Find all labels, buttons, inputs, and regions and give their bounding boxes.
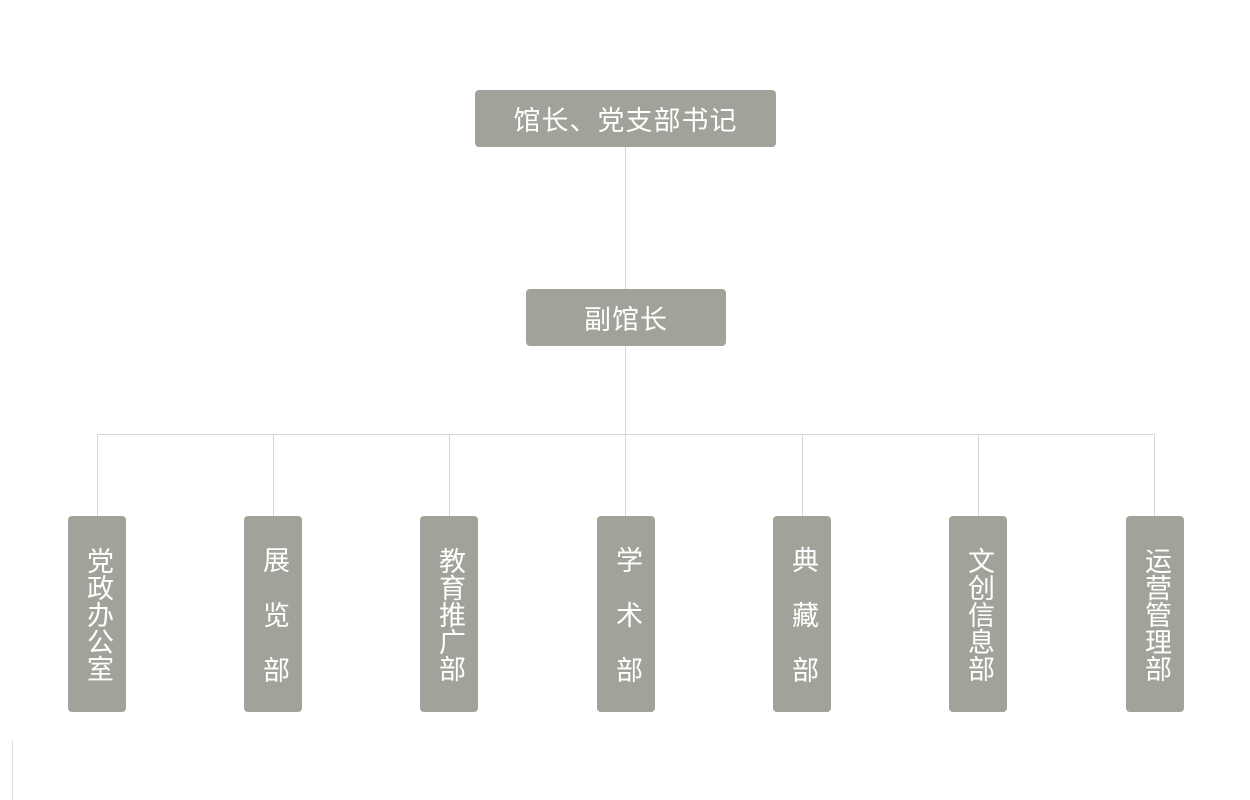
node-dept-collection-label: 典藏部 [787, 545, 818, 711]
node-dept-education: 教育推广部 [420, 516, 478, 712]
connector-horizontal-bus [97, 434, 1155, 435]
node-dept-creative-label: 文创信息部 [963, 546, 994, 682]
node-dept-exhibition: 展览部 [244, 516, 302, 712]
connector-dept-1 [97, 434, 98, 516]
node-dept-academic-label: 学术部 [611, 545, 642, 711]
node-director: 馆长、党支部书记 [475, 90, 776, 147]
connector-middle-to-bus [625, 346, 626, 434]
connector-dept-2 [273, 434, 274, 516]
node-dept-operations-label: 运营管理部 [1140, 546, 1171, 682]
node-dept-office-label: 党政办公室 [82, 546, 113, 682]
connector-dept-3 [449, 434, 450, 516]
connector-dept-6 [978, 434, 979, 516]
node-dept-collection: 典藏部 [773, 516, 831, 712]
node-dept-education-label: 教育推广部 [434, 546, 465, 682]
node-dept-operations: 运营管理部 [1126, 516, 1184, 712]
node-deputy-director: 副馆长 [526, 289, 726, 346]
node-dept-creative: 文创信息部 [949, 516, 1007, 712]
connector-dept-7 [1154, 434, 1155, 516]
connector-dept-5 [802, 434, 803, 516]
connector-dept-4 [625, 434, 626, 516]
node-director-label: 馆长、党支部书记 [513, 106, 738, 137]
node-deputy-director-label: 副馆长 [584, 305, 668, 336]
left-edge-divider [12, 740, 13, 800]
node-dept-office: 党政办公室 [68, 516, 126, 712]
node-dept-exhibition-label: 展览部 [258, 545, 289, 711]
node-dept-academic: 学术部 [597, 516, 655, 712]
connector-top-to-middle [625, 147, 626, 289]
